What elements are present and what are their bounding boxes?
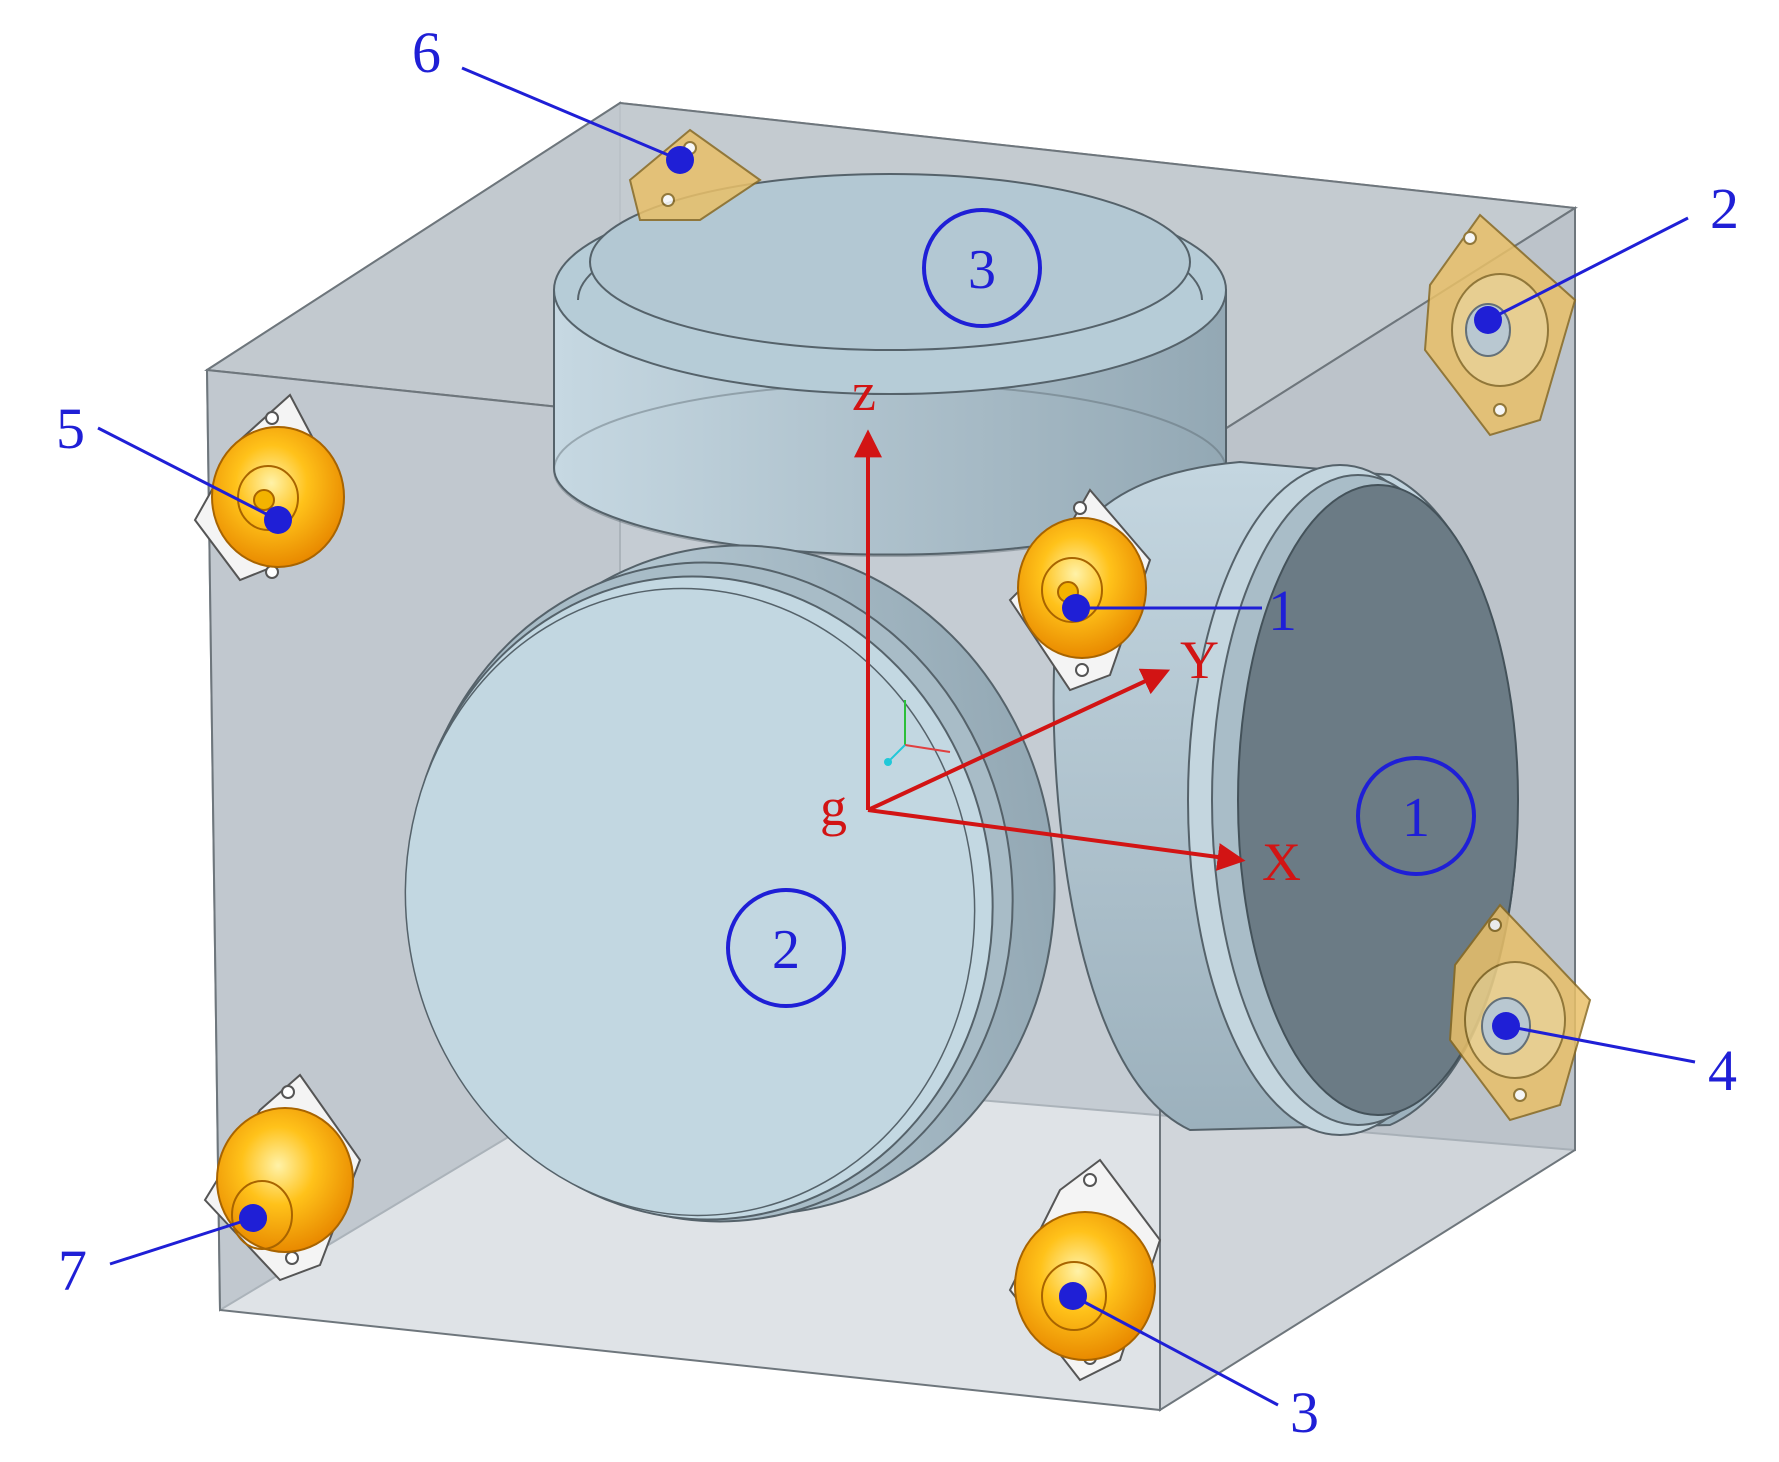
origin-label: g (820, 777, 847, 837)
isolator-mount-5 (193, 393, 345, 582)
callout-3: 3 (1059, 1282, 1319, 1445)
wheel-label-1: 1 (1356, 756, 1476, 876)
wheel-label-2: 2 (726, 888, 846, 1008)
isolator-mount-3 (1008, 1158, 1162, 1382)
svg-text:3: 3 (1290, 1380, 1319, 1445)
callout-4: 4 (1492, 1012, 1737, 1103)
coordinate-axes: z X Y g (820, 362, 1301, 892)
axis-y (867, 668, 1171, 812)
mini-triad (884, 700, 951, 766)
callout-5: 5 (56, 396, 292, 534)
svg-text:7: 7 (58, 1238, 87, 1303)
svg-text:5: 5 (56, 396, 85, 461)
svg-text:2: 2 (1710, 176, 1739, 241)
reaction-wheel-2 (404, 544, 1056, 1223)
callout-1: 1 (1062, 578, 1297, 643)
svg-text:3: 3 (968, 239, 996, 301)
axis-y-label: Y (1180, 630, 1219, 690)
axis-x (867, 808, 1246, 871)
axis-x-label: X (1262, 832, 1301, 892)
callout-7: 7 (58, 1204, 267, 1303)
svg-text:1: 1 (1402, 787, 1430, 849)
callout-2: 2 (1474, 176, 1739, 334)
wheel-label-3: 3 (922, 208, 1042, 328)
svg-text:2: 2 (772, 919, 800, 981)
reaction-wheel-3 (553, 173, 1227, 557)
reaction-wheel-1 (1052, 460, 1519, 1136)
callout-6: 6 (412, 20, 694, 174)
isolator-mount-1 (1008, 488, 1152, 692)
svg-text:4: 4 (1708, 1038, 1737, 1103)
axis-z-label: z (852, 362, 876, 422)
svg-text:1: 1 (1268, 578, 1297, 643)
svg-text:6: 6 (412, 20, 441, 85)
